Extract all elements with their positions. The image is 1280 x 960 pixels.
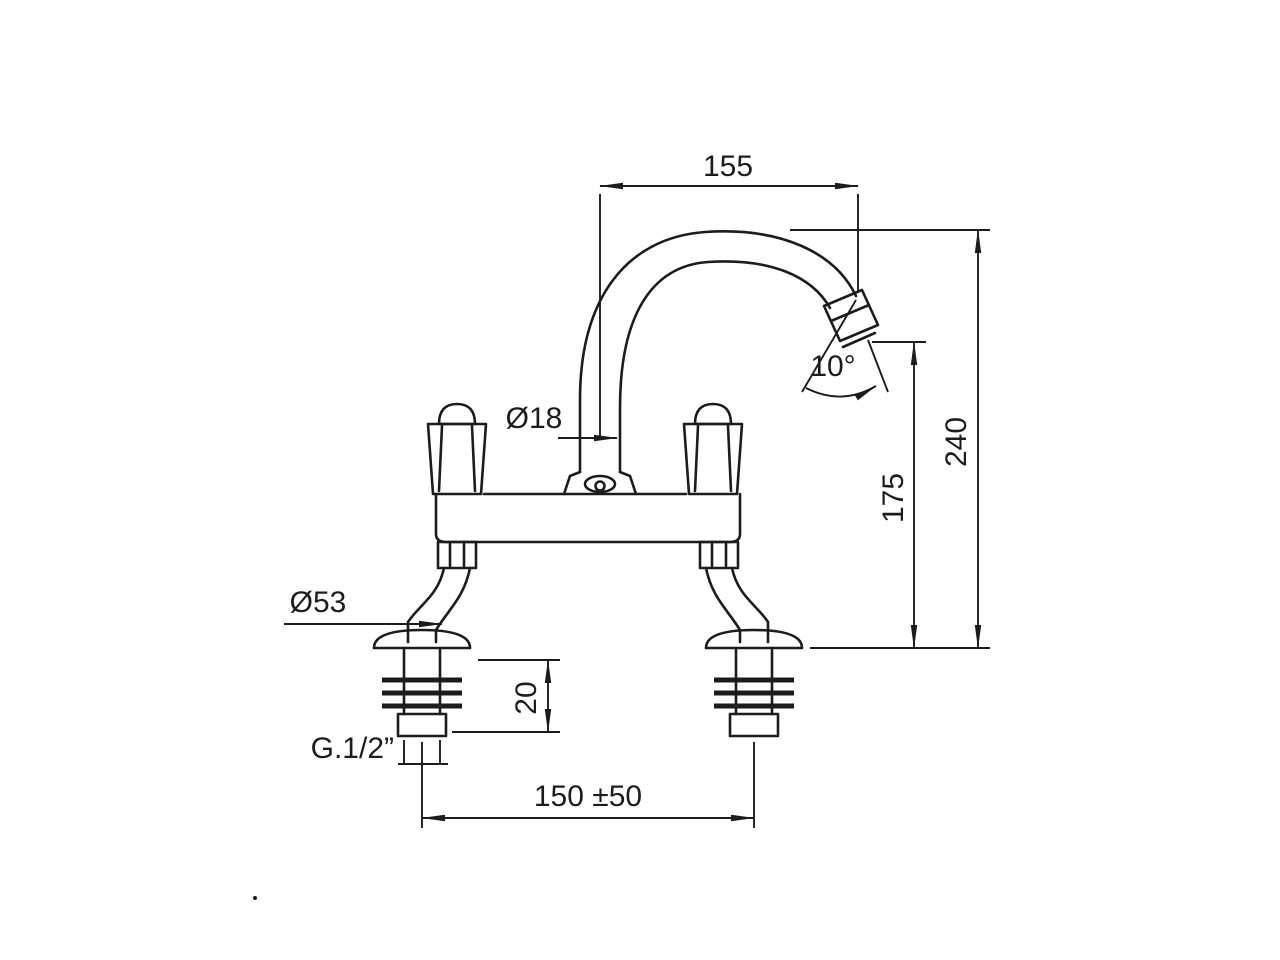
dimension-inlet-thread: G.1/2” (311, 732, 448, 765)
right-body-nut (698, 540, 740, 570)
right-leg-outer-edge (730, 566, 770, 644)
dimension-spout-reach: 155 (599, 150, 859, 440)
left-leg-outer-edge (406, 566, 446, 644)
right-handle-facets (693, 424, 733, 493)
dimension-mounting-thickness: 20 (452, 659, 560, 733)
flange-diameter-label: Ø53 (290, 586, 347, 619)
left-shank-locknut (396, 712, 448, 738)
thread-extension-lines (403, 740, 441, 764)
right-shank-locknut (728, 712, 780, 738)
spout-reach-label: 155 (703, 150, 753, 183)
left-shank-washers (382, 677, 462, 709)
dimension-overall-height: 240 (790, 229, 990, 649)
right-handle-dome (693, 402, 733, 426)
left-body-nut (436, 540, 478, 570)
left-handle-facets (437, 424, 477, 493)
angle-axis-extension (867, 339, 889, 393)
mounting-thickness-label: 20 (510, 681, 543, 714)
overall-height-label: 240 (940, 417, 973, 467)
left-handle-dome (437, 402, 477, 426)
manifold-outline (434, 492, 742, 544)
inlet-thread-label: G.1/2” (311, 732, 394, 765)
aerator-band-line (829, 303, 871, 323)
dimension-inlet-centres: 150 ±50 (421, 742, 755, 828)
spout-tube-outer-edge (578, 230, 858, 474)
inlet-centre-distance-label: 150 ±50 (534, 780, 642, 813)
spout-base-nut (583, 474, 617, 494)
right-shank-washers (714, 677, 794, 709)
right-handle-body (682, 422, 744, 496)
faucet-body (372, 230, 880, 738)
right-base-flange (704, 628, 804, 650)
aerator-outline (822, 288, 880, 343)
dimension-flange-diameter: Ø53 (284, 586, 443, 628)
spout-base-nut-detail (594, 480, 606, 492)
angle-arc (805, 385, 877, 401)
left-handle-body (426, 422, 488, 496)
outlet-angle-label: 10° (810, 350, 855, 383)
dimension-spout-diameter: Ø18 (506, 402, 618, 442)
aerator-tip-line (841, 331, 877, 349)
stray-mark (253, 896, 257, 900)
outlet-height-label: 175 (877, 473, 910, 523)
spout-diameter-label: Ø18 (506, 402, 563, 435)
dimension-outlet-angle: 10° (801, 299, 889, 401)
angle-reference-line (801, 299, 857, 393)
spout-tube-inner-edge (618, 260, 832, 474)
left-base-flange (372, 628, 472, 650)
dimension-outlet-height: 175 (872, 341, 926, 649)
spout-base-flare (562, 470, 638, 496)
